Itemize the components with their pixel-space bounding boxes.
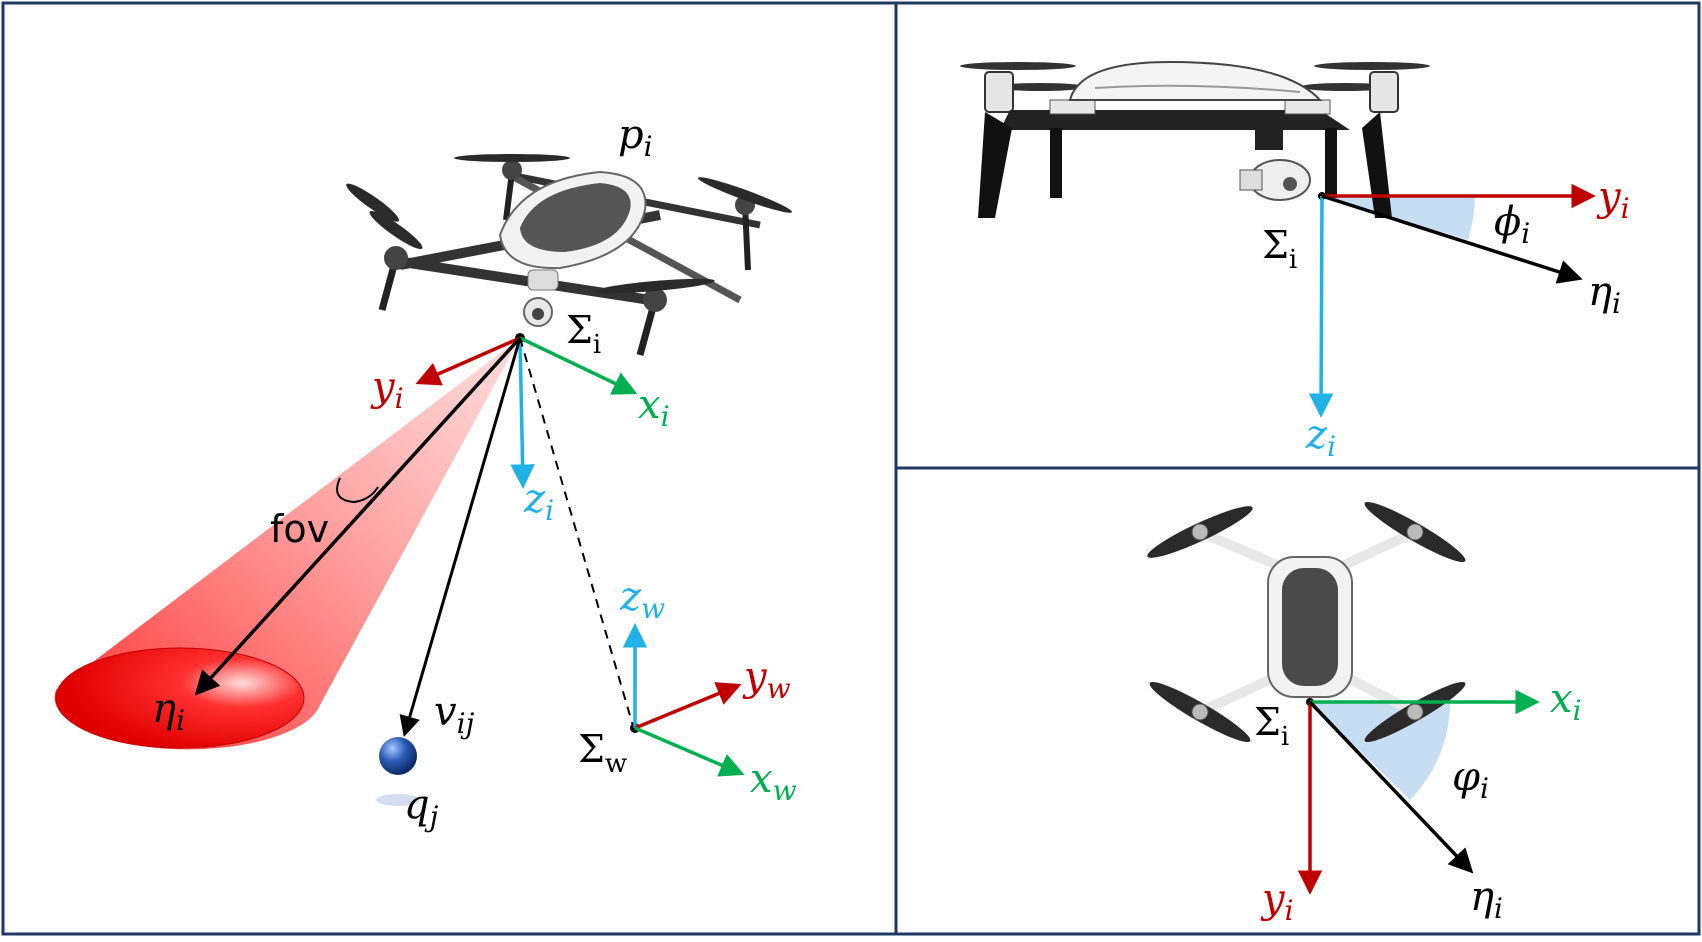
fov-cone	[54, 338, 520, 750]
position-dashed-line	[519, 337, 634, 727]
label-eta-i: ηi	[152, 686, 185, 737]
label-sigma-w: Σw	[578, 727, 627, 779]
side-label-sigma-i: Σi	[1262, 223, 1297, 275]
target-shadow	[376, 794, 420, 806]
label-x-i: xi	[638, 382, 670, 433]
side-label-z-i: zi	[1305, 412, 1336, 463]
y-i-axis-arrow	[415, 336, 521, 386]
top-view-panel: xi Σi φi yi ηi	[1147, 501, 1582, 927]
top-label-varphi-i: φi	[1452, 754, 1489, 805]
label-y-w: yw	[742, 654, 791, 705]
label-sigma-i: Σi	[566, 308, 601, 360]
label-z-i: zi	[523, 476, 554, 527]
side-label-y-i: yi	[1596, 174, 1630, 225]
eta-i-arrow	[194, 336, 522, 696]
top-label-y-i: yi	[1260, 876, 1294, 927]
top-label-sigma-i: Σi	[1254, 700, 1289, 752]
drone-perspective-icon	[346, 154, 793, 356]
main-panel: pi Σi yi xi zi fov ηi vij qj zw yw xw Σw	[54, 112, 797, 833]
target-sphere-icon	[379, 737, 417, 775]
drone-top-icon	[1147, 501, 1466, 743]
x-i-axis-arrow	[519, 336, 638, 395]
label-v-ij: vij	[434, 689, 475, 740]
label-y-i: yi	[370, 364, 404, 415]
fov-footprint-ellipse	[55, 647, 305, 749]
side-label-phi-i: ϕi	[1494, 199, 1530, 250]
z-i-axis-arrow	[510, 337, 535, 489]
label-z-w: zw	[619, 574, 665, 625]
top-label-eta-i: ηi	[1470, 874, 1503, 925]
drone-side-icon	[960, 60, 1430, 218]
fov-angle-arc	[336, 477, 379, 504]
label-p-i: pi	[618, 112, 653, 163]
v-ij-arrow	[399, 337, 522, 738]
side-eta-i-arrow	[1321, 194, 1583, 284]
label-fov: fov	[270, 507, 329, 551]
side-view-panel: Σi yi ϕi ηi zi	[960, 60, 1630, 463]
varphi-angle-wedge	[1310, 702, 1450, 800]
side-label-eta-i: ηi	[1588, 269, 1621, 320]
label-x-w: xw	[750, 756, 797, 807]
top-eta-i-arrow	[1308, 700, 1474, 874]
y-w-axis-arrow	[634, 682, 742, 730]
top-label-x-i: xi	[1550, 676, 1582, 727]
x-w-axis-arrow	[634, 726, 745, 777]
side-z-i-arrow	[1308, 195, 1334, 418]
label-q-j: qj	[404, 782, 439, 833]
